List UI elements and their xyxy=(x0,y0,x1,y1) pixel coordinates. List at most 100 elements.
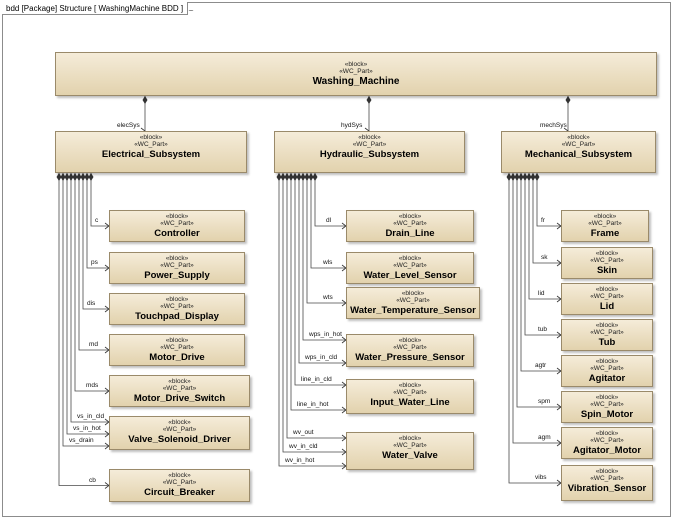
block-stereotype: «block» xyxy=(398,382,422,389)
block-water-level-sensor[interactable]: «block»«WC_Part»Water_Level_Sensor xyxy=(346,252,474,284)
composition-diamond xyxy=(304,173,310,181)
wc-part-stereotype: «WC_Part» xyxy=(590,329,624,336)
block-power-supply[interactable]: «block»«WC_Part»Power_Supply xyxy=(109,252,245,284)
block-controller[interactable]: «block»«WC_Part»Controller xyxy=(109,210,245,242)
block-circuit-breaker[interactable]: «block»«WC_Part»Circuit_Breaker xyxy=(109,469,250,502)
composition-diamond xyxy=(72,173,78,181)
block-valve-solenoid-driver[interactable]: «block»«WC_Part»Valve_Solenoid_Driver xyxy=(109,416,250,450)
composition-line xyxy=(66,173,109,435)
composition-line xyxy=(90,173,109,227)
composition-line xyxy=(314,173,346,227)
block-washing-machine[interactable]: «block»«WC_Part»Washing_Machine xyxy=(55,52,657,96)
role-label: agm xyxy=(538,434,551,441)
block-stereotype: «block» xyxy=(595,286,619,293)
frame-label: bdd [Package] Structure [ WashingMachine… xyxy=(2,2,189,15)
block-touchpad-display[interactable]: «block»«WC_Part»Touchpad_Display xyxy=(109,293,245,325)
wc-part-stereotype: «WC_Part» xyxy=(590,293,624,300)
block-stereotype: «block» xyxy=(168,378,191,385)
block-name: Valve_Solenoid_Driver xyxy=(128,434,231,445)
composition-line xyxy=(278,173,346,467)
composition-line xyxy=(524,173,561,336)
composition-diamond xyxy=(80,173,86,181)
role-label: wts xyxy=(323,294,333,301)
block-lid[interactable]: «block»«WC_Part»Lid xyxy=(561,283,653,315)
block-name: Lid xyxy=(599,301,615,312)
block-tub[interactable]: «block»«WC_Part»Tub xyxy=(561,319,653,351)
composition-diamond xyxy=(280,173,286,181)
block-name: Water_Valve xyxy=(382,450,438,461)
role-label: fr xyxy=(541,217,545,224)
role-label: mds xyxy=(86,382,99,389)
composition-line xyxy=(520,173,561,372)
block-input-water-line[interactable]: «block»«WC_Part»Input_Water_Line xyxy=(346,379,474,414)
block-name: Circuit_Breaker xyxy=(144,487,215,498)
wc-part-stereotype: «WC_Part» xyxy=(160,262,194,269)
block-water-pressure-sensor[interactable]: «block»«WC_Part»Water_Pressure_Sensor xyxy=(346,334,474,367)
block-spin-motor[interactable]: «block»«WC_Part»Spin_Motor xyxy=(561,391,653,423)
block-hydraulic-subsystem[interactable]: «block»«WC_Part»Hydraulic_Subsystem xyxy=(274,131,465,173)
composition-diamond xyxy=(510,173,516,181)
block-stereotype: «block» xyxy=(358,134,381,141)
block-stereotype: «block» xyxy=(595,322,619,329)
composition-line xyxy=(58,173,109,486)
block-skin[interactable]: «block»«WC_Part»Skin xyxy=(561,247,653,279)
composition-diamond xyxy=(296,173,302,181)
composition-line xyxy=(512,173,561,444)
block-motor-drive-switch[interactable]: «block»«WC_Part»Motor_Drive_Switch xyxy=(109,375,250,407)
block-name: Spin_Motor xyxy=(580,409,634,420)
wc-part-stereotype: «WC_Part» xyxy=(162,426,197,433)
composition-diamond xyxy=(522,173,528,181)
wc-part-stereotype: «WC_Part» xyxy=(393,389,427,396)
block-drain-line[interactable]: «block»«WC_Part»Drain_Line xyxy=(346,210,474,242)
block-name: Motor_Drive xyxy=(149,352,205,363)
block-stereotype: «block» xyxy=(595,250,619,257)
wc-part-stereotype: «WC_Part» xyxy=(393,220,427,227)
composition-diamond xyxy=(292,173,298,181)
block-water-valve[interactable]: «block»«WC_Part»Water_Valve xyxy=(346,432,474,470)
composition-line xyxy=(282,173,346,453)
block-mechanical-subsystem[interactable]: «block»«WC_Part»Mechanical_Subsystem xyxy=(501,131,656,173)
role-label: vs_drain xyxy=(69,437,94,444)
block-name: Mechanical_Subsystem xyxy=(524,149,633,160)
composition-diamond xyxy=(565,96,571,104)
wc-part-stereotype: «WC_Part» xyxy=(352,141,387,148)
composition-line xyxy=(290,173,346,411)
wc-part-stereotype: «WC_Part» xyxy=(588,220,622,227)
composition-diamond xyxy=(514,173,520,181)
block-motor-drive[interactable]: «block»«WC_Part»Motor_Drive xyxy=(109,334,245,366)
composition-diamond xyxy=(526,173,532,181)
wc-part-stereotype: «WC_Part» xyxy=(561,141,596,148)
block-name: Motor_Drive_Switch xyxy=(133,393,226,404)
composition-diamond xyxy=(506,173,512,181)
block-stereotype: «block» xyxy=(165,296,189,303)
block-agitator-motor[interactable]: «block»«WC_Part»Agitator_Motor xyxy=(561,427,653,459)
block-electrical-subsystem[interactable]: «block»«WC_Part»Electrical_Subsystem xyxy=(55,131,247,173)
block-name: Electrical_Subsystem xyxy=(101,149,201,160)
block-water-temperature-sensor[interactable]: «block»«WC_Part»Water_Temperature_Sensor xyxy=(346,287,480,319)
block-frame[interactable]: «block»«WC_Part»Frame xyxy=(561,210,649,242)
composition-diamond xyxy=(64,173,70,181)
role-label: elecSys xyxy=(117,122,140,129)
wc-part-stereotype: «WC_Part» xyxy=(134,141,168,148)
block-vibration-sensor[interactable]: «block»«WC_Part»Vibration_Sensor xyxy=(561,465,653,501)
composition-line xyxy=(508,173,561,484)
composition-line xyxy=(294,173,346,386)
role-label: cb xyxy=(89,476,96,484)
role-label: ps xyxy=(91,259,98,266)
block-name: Input_Water_Line xyxy=(370,397,450,408)
composition-line xyxy=(74,173,109,392)
block-stereotype: «block» xyxy=(595,394,619,401)
block-stereotype: «block» xyxy=(165,255,189,262)
role-label: vs_in_cld xyxy=(77,413,105,420)
block-name: Water_Temperature_Sensor xyxy=(350,305,476,316)
composition-line xyxy=(62,173,109,447)
role-label: vs_in_hot xyxy=(73,425,101,432)
block-stereotype: «block» xyxy=(593,213,617,220)
wc-part-stereotype: «WC_Part» xyxy=(393,344,427,351)
role-label: wv_out xyxy=(293,429,314,436)
block-name: Vibration_Sensor xyxy=(567,483,647,494)
role-label: wps_in_hot xyxy=(309,331,342,338)
block-agitator[interactable]: «block»«WC_Part»Agitator xyxy=(561,355,653,387)
role-label: sk xyxy=(541,254,548,261)
composition-line xyxy=(82,173,109,310)
